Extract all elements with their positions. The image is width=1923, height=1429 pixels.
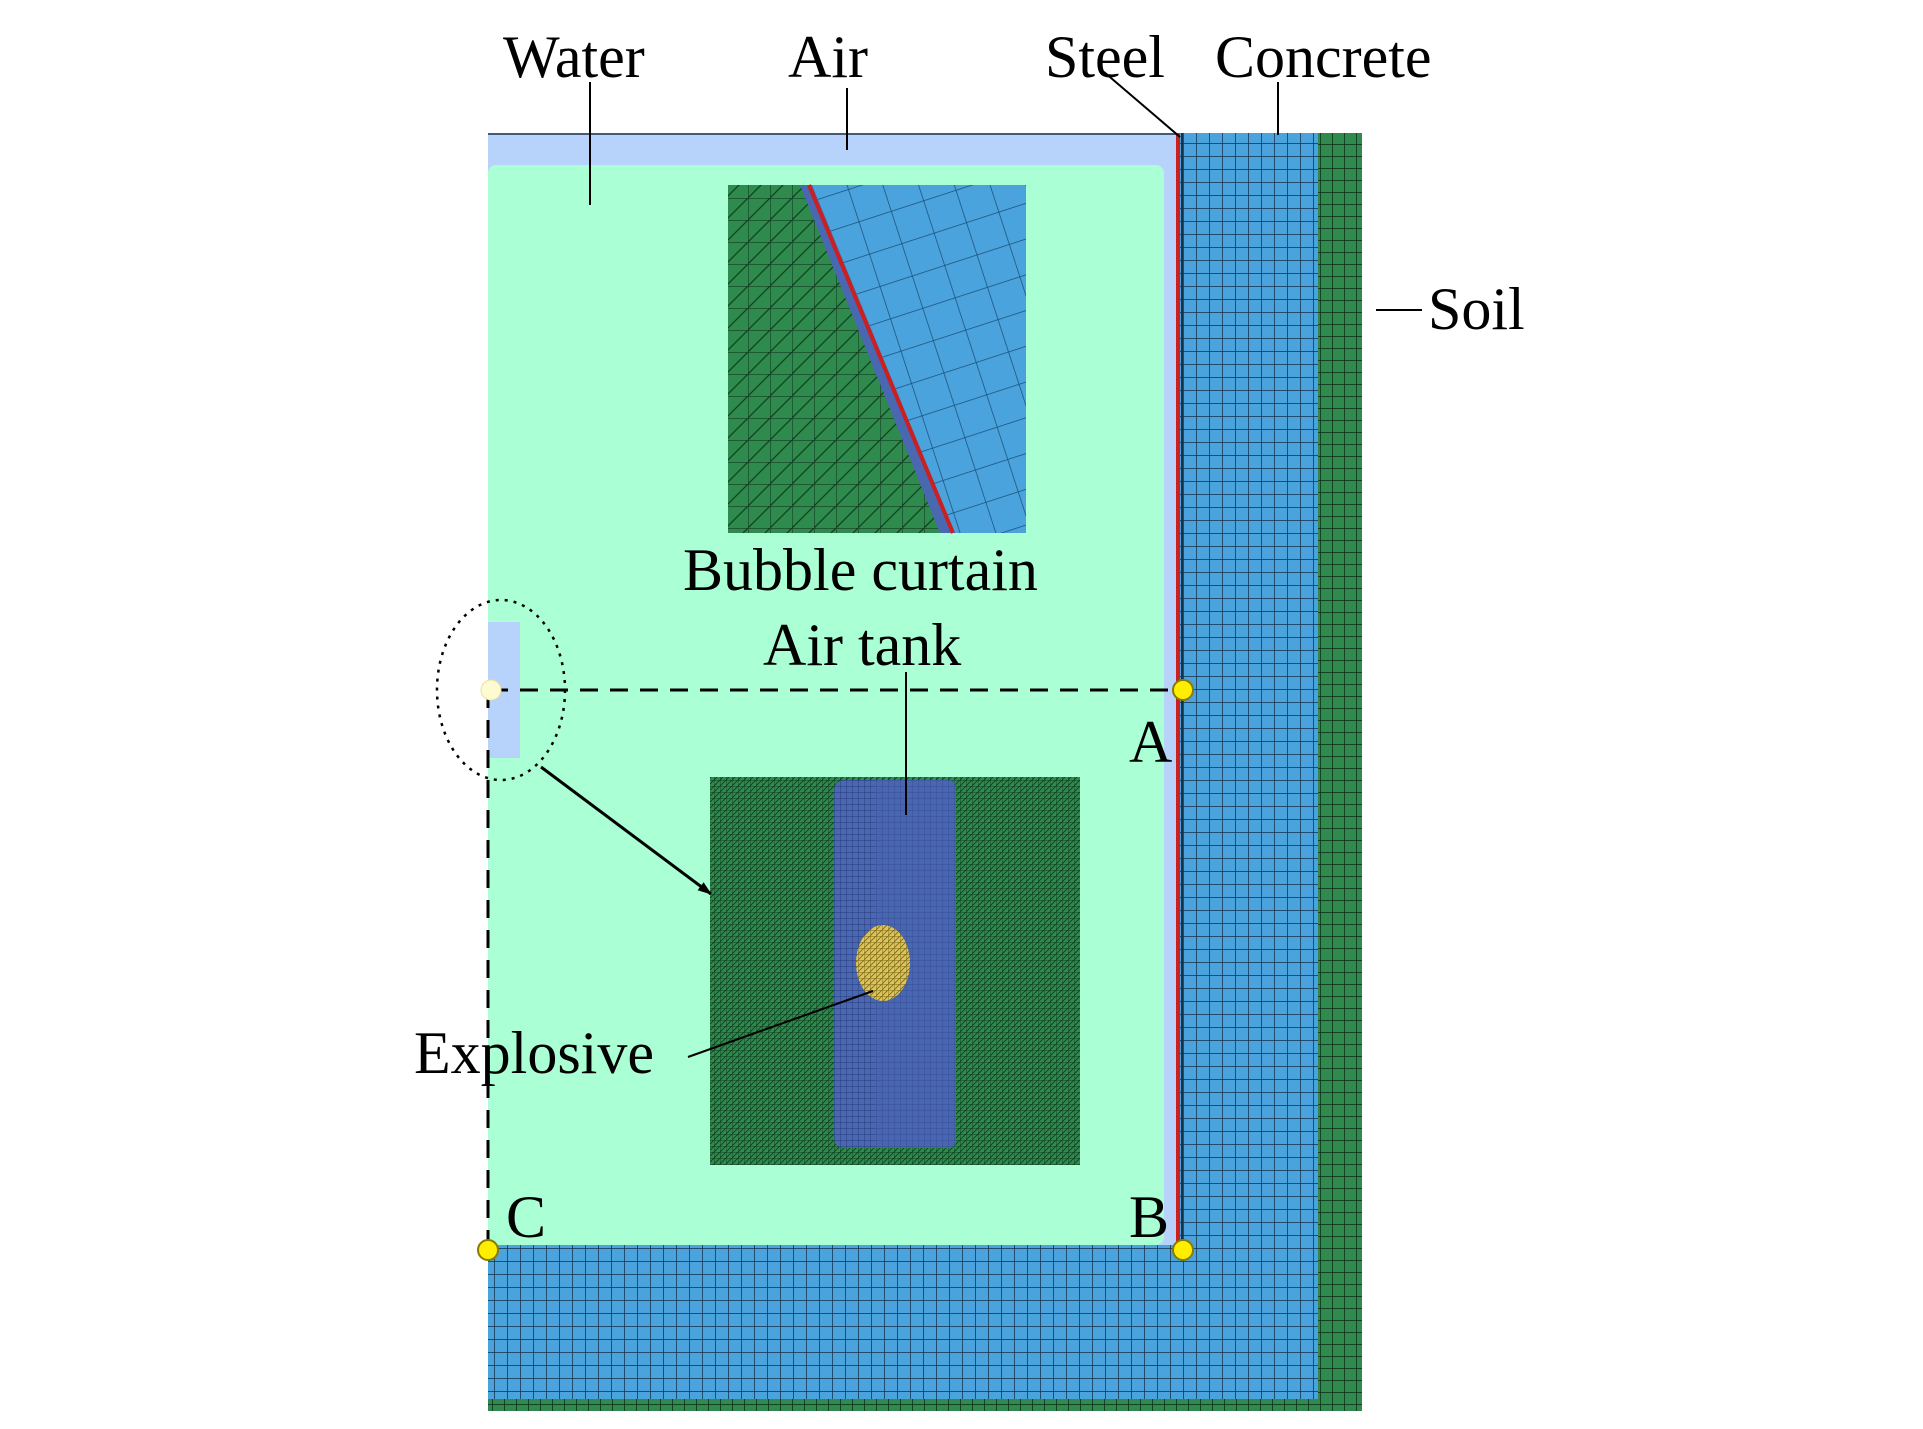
label-water: Water — [503, 24, 645, 90]
label-air: Air — [788, 24, 868, 90]
bubble-curtain-inset — [728, 184, 1026, 534]
label-steel: Steel — [1045, 24, 1165, 90]
label-soil: Soil — [1428, 276, 1525, 342]
label-point-b: B — [1129, 1184, 1169, 1250]
arrow-right-down-icon — [540, 765, 712, 896]
label-air-tank: Air tank — [763, 612, 961, 678]
gauge-point-c-icon — [477, 1239, 499, 1261]
label-explosive: Explosive — [414, 1020, 654, 1086]
air-tank-inset — [710, 777, 1080, 1165]
concrete-wall — [1176, 133, 1318, 1399]
label-concrete: Concrete — [1215, 24, 1432, 90]
dashed-region-outline — [486, 688, 1180, 1248]
label-bubble-curtain: Bubble curtain — [683, 537, 1038, 603]
gauge-point-b-icon — [1172, 1239, 1194, 1261]
concrete-floor — [488, 1245, 1318, 1399]
label-point-c: C — [506, 1184, 546, 1250]
zoom-ellipse — [435, 598, 567, 782]
explosive-leader — [687, 990, 874, 1058]
steel-leader — [1103, 71, 1181, 138]
gauge-point-a-icon — [1172, 679, 1194, 701]
gauge-point-left-icon — [480, 679, 502, 701]
label-point-a: A — [1129, 709, 1172, 775]
explosive-charge — [856, 925, 910, 1001]
